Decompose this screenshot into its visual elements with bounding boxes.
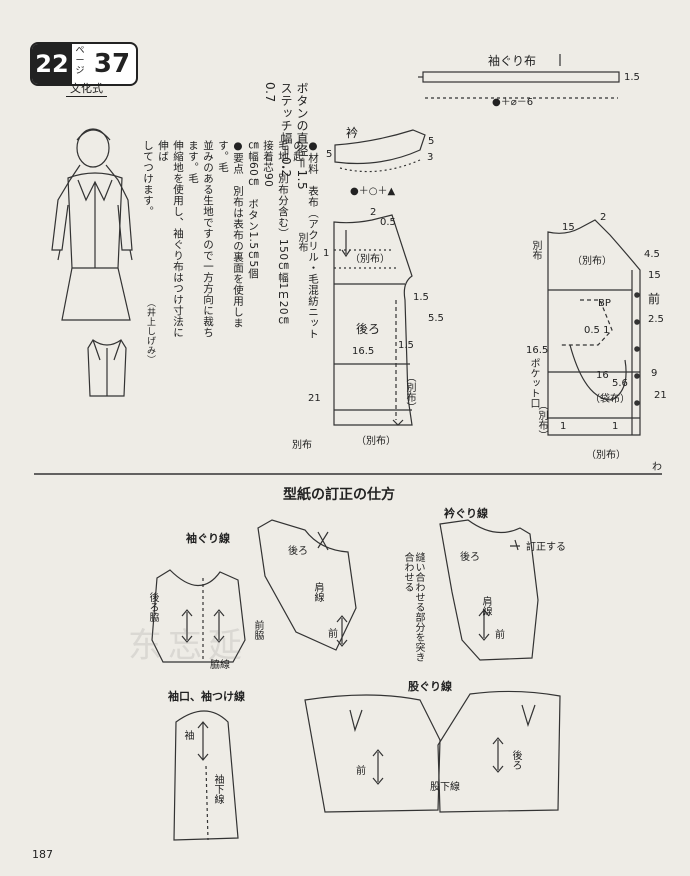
dim-label: 4.5: [644, 249, 660, 260]
dim-label: 16: [596, 370, 609, 381]
dim-label: 5.6: [612, 378, 628, 389]
bp-label: BP: [598, 298, 611, 309]
pocket-betsu-mark: （袋布）: [590, 394, 630, 405]
credit: （井上しげみ）: [145, 298, 155, 365]
betsu-label: 別布: [296, 232, 307, 252]
dim-label: 5.5: [428, 313, 444, 324]
underarm-label: 袖下線: [212, 774, 223, 804]
pocket-label: ポケット口: [528, 358, 539, 408]
dim-label: 15: [648, 270, 661, 281]
shoulder-label: 肩線: [312, 582, 323, 602]
side-seam-label: 脇線: [210, 660, 230, 671]
instruction-line: ㎝幅60㎝ ボタン1.5㎝5個: [247, 140, 259, 279]
dim-label: 5: [326, 149, 333, 160]
fold-label: わ: [652, 462, 662, 473]
dim-label: 2: [370, 207, 377, 218]
instruction-line: してつけます。: [142, 140, 154, 217]
neck-front-label: 前: [495, 630, 505, 641]
button-note: ボタンの直径＝1.5 ステッチ幅＝0.2 0.7: [262, 82, 310, 212]
dim-label: 1.5: [624, 72, 640, 83]
section-title: 型紙の訂正の仕方: [283, 487, 395, 503]
dim-label: 1: [612, 421, 619, 432]
armhole-back-label: 後ろ脇: [147, 592, 158, 622]
dim-label: 2: [600, 212, 607, 223]
instruction-line: 毛地・別布分含む）150㎝幅1ｍ20㎝ 接着芯90: [262, 140, 289, 338]
sleeve-label: 袖: [182, 730, 193, 740]
item-number: 37: [93, 49, 131, 79]
page-kana-label: ページ: [75, 46, 85, 76]
button-note-line: 0.7: [263, 82, 277, 103]
model-illustration: [51, 128, 133, 321]
dim-label: 1.5: [413, 292, 429, 303]
back-betsu-mark: （別布）: [404, 372, 415, 412]
page-badge: 22 ページ 37: [30, 42, 138, 86]
match-note: 縫い合わせる部分を突き合わせる: [402, 552, 424, 662]
dim-label: 21: [308, 393, 321, 404]
collar-formula: ●＋○＋▲: [350, 186, 396, 197]
instruction-line: ●要点 別布は表布の裏面を使用します。毛: [217, 140, 244, 329]
button-note-line: ボタンの直径＝1.5: [295, 82, 309, 191]
instruction-line: 並みのある生地ですので一方方向に裁ちます。毛: [187, 140, 214, 338]
vest-thumbnail: [87, 339, 127, 397]
front-side-betsu: （別布）: [536, 400, 547, 440]
dim-label: 3: [427, 152, 434, 163]
betsu-mark: （別布）: [350, 254, 390, 265]
crotch-heading: 股ぐり線: [408, 680, 452, 693]
collar-label: 衿: [346, 126, 359, 140]
dim-label: 16.5: [352, 346, 375, 357]
dim-label: 16.5: [526, 345, 549, 356]
neckline-heading: 衿ぐり線: [444, 507, 488, 520]
instructions: ●材料 表布（アクリル・毛混紡ニットの起 毛地・別布分含む）150㎝幅1ｍ20㎝…: [140, 140, 320, 340]
back-piece-label: 後ろ: [288, 546, 308, 557]
sleeve-binding-label: 袖ぐり布: [488, 54, 537, 68]
dim-label: 0.5 1: [584, 325, 610, 336]
dim-label: 1: [560, 421, 567, 432]
watermark: 东忘延: [128, 626, 248, 666]
front-label: 前: [648, 292, 661, 306]
front-betsu-mark: （別布）: [572, 256, 612, 267]
correct-label: 訂正する: [526, 542, 566, 553]
pant-front-label: 前: [356, 766, 366, 777]
front-piece-label: 前: [328, 629, 338, 640]
neck-back-label: 後ろ: [460, 552, 480, 563]
instruction-line: ●材料 表布（アクリル・毛混紡ニットの起: [292, 140, 319, 340]
inseam-label: 股下線: [430, 782, 460, 793]
instruction-line: 伸縮地を使用し、袖ぐり布はつけ寸法に伸ば: [157, 140, 184, 338]
dim-label: 1.5: [398, 340, 414, 351]
dim-label: 0.5: [380, 217, 396, 228]
dim-label: 21: [654, 390, 667, 401]
dim-label: 1: [323, 248, 330, 259]
dim-label: 5: [428, 136, 435, 147]
armhole-heading: 袖ぐり線: [186, 532, 230, 545]
pant-back-label: 後ろ: [510, 750, 521, 770]
page-number: 187: [32, 848, 53, 861]
bottom-betsu-mark: （別布）: [356, 436, 396, 447]
armhole-front-label: 前脇: [252, 620, 263, 640]
formula-label: ●＋⌀－6: [492, 97, 534, 108]
neck-shoulder-label: 肩線: [480, 596, 491, 616]
cuff-heading: 袖口、袖つけ線: [168, 690, 245, 703]
style-label: 文化式: [66, 80, 107, 97]
dim-label: 9: [651, 368, 658, 379]
front-betsu-label: 別布: [530, 240, 541, 260]
page-number-badge: 22: [32, 44, 72, 84]
front-bottom-betsu: （別布）: [586, 450, 626, 461]
back-label: 後ろ: [356, 322, 381, 336]
dim-label: 15: [562, 222, 575, 233]
dim-label: 2.5: [648, 314, 664, 325]
button-note-line: ステッチ幅＝0.2: [279, 82, 293, 178]
bottom-betsu-label: 別布: [292, 440, 312, 451]
